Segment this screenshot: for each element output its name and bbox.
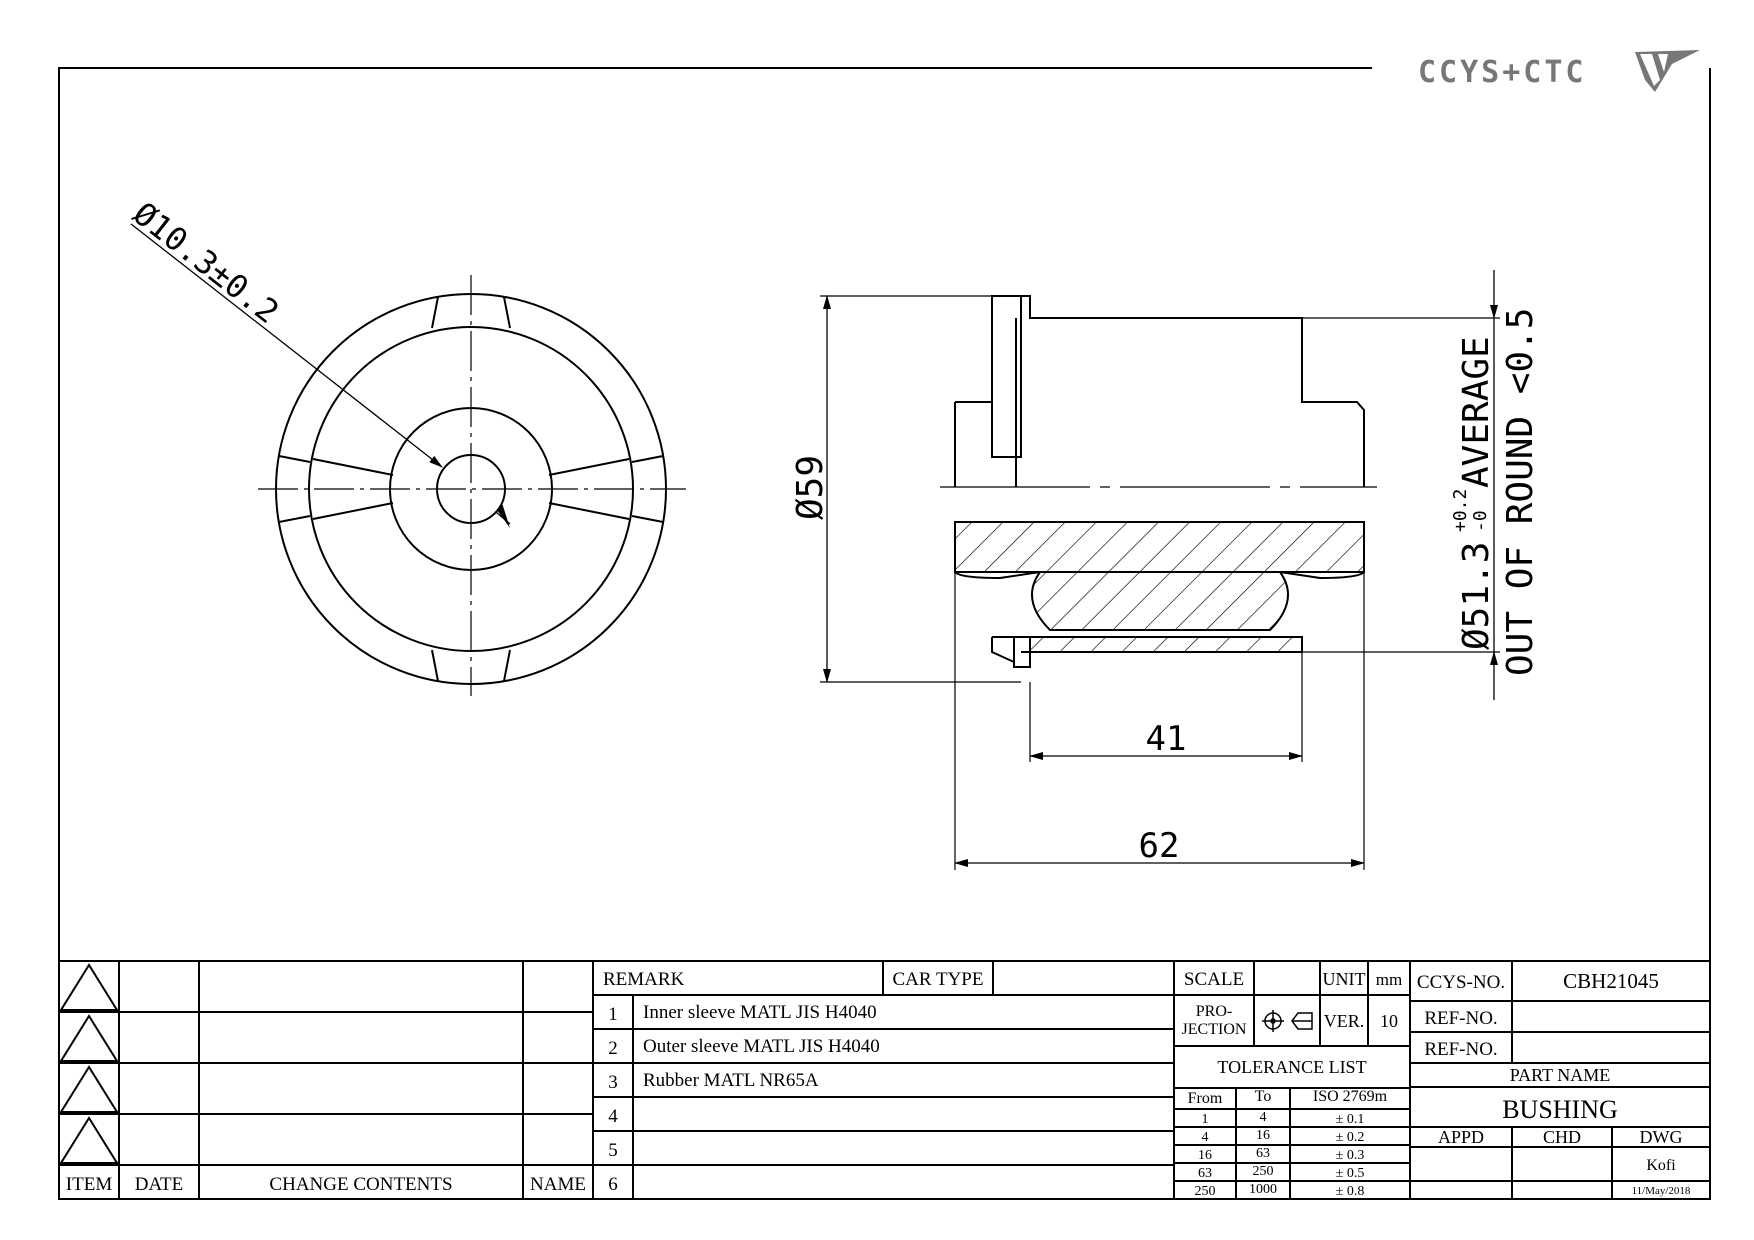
part-name-value: BUSHING	[1502, 1095, 1618, 1124]
projection-label: PRO-	[1196, 1003, 1232, 1020]
ref-no-label: REF-NO.	[1424, 1008, 1497, 1029]
sheet-border	[58, 67, 1711, 1200]
front-view	[130, 223, 686, 696]
rubber-section	[1031, 571, 1289, 631]
tol-header-to: To	[1255, 1088, 1272, 1105]
outer-sleeve-outer-circle	[275, 293, 667, 685]
title-block-frame	[59, 960, 1710, 1199]
inner-sleeve-lip	[991, 636, 1015, 663]
revision-triangle	[59, 1014, 119, 1062]
rev-header-item: ITEM	[66, 1174, 113, 1195]
tol-value: ± 0.1	[1336, 1112, 1365, 1127]
scale-label: SCALE	[1184, 969, 1244, 990]
company-logo: CCYS+CTC	[1418, 50, 1700, 92]
appd-label: APPD	[1438, 1127, 1484, 1147]
tol-to: 63	[1256, 1146, 1270, 1161]
tol-from: 63	[1198, 1166, 1212, 1181]
tol-to: 4	[1260, 1110, 1267, 1125]
outer-profile-top	[1021, 295, 1365, 487]
tol-from: 16	[1198, 1148, 1212, 1163]
chd-label: CHD	[1543, 1127, 1581, 1147]
bore-leader	[130, 223, 443, 468]
remark-no: 2	[608, 1038, 618, 1059]
rubber-spokes	[312, 458, 630, 520]
dim-41-label: 41	[1146, 719, 1187, 759]
remark-no: 3	[608, 1072, 618, 1093]
unit-label: UNIT	[1323, 969, 1366, 989]
projection-label: JECTION	[1182, 1021, 1247, 1038]
window-segments	[278, 296, 664, 682]
bore-dim-label: Ø10.3±0.2	[126, 194, 286, 331]
inner-sleeve-flange-bottom	[1013, 636, 1031, 668]
revision-triangle	[59, 1065, 119, 1113]
dwg-label: DWG	[1640, 1127, 1683, 1147]
tol-header-from: From	[1188, 1090, 1223, 1107]
extension-lines	[820, 295, 1500, 870]
tol-from: 250	[1195, 1184, 1216, 1199]
dwg-value: Kofi	[1646, 1157, 1676, 1174]
tol-value: ± 0.3	[1336, 1148, 1365, 1163]
revision-triangles	[59, 963, 119, 1164]
ver-label: VER.	[1324, 1011, 1365, 1031]
ref-no-label: REF-NO.	[1424, 1039, 1497, 1060]
ver-value: 10	[1380, 1011, 1398, 1031]
remark-no: 5	[608, 1140, 618, 1161]
tol-header-iso: ISO 2769m	[1313, 1088, 1388, 1105]
remark-text: Rubber MATL NR65A	[643, 1070, 819, 1091]
car-type-label: CAR TYPE	[893, 969, 984, 990]
side-view	[820, 270, 1500, 870]
ccys-logo-mark	[1635, 50, 1700, 92]
tol-value: ± 0.2	[1336, 1130, 1365, 1145]
unit-value: mm	[1376, 970, 1402, 989]
remark-no: 6	[608, 1174, 618, 1195]
svg-text:Ø51.3: Ø51.3	[1456, 542, 1497, 650]
tol-value: ± 0.5	[1336, 1166, 1365, 1181]
ccys-no-value: CBH21045	[1563, 969, 1659, 993]
tol-from: 4	[1202, 1130, 1209, 1145]
inner-sleeve-section	[1029, 636, 1303, 653]
tol-to: 250	[1253, 1164, 1274, 1179]
outer-sleeve-inner-circle	[308, 326, 634, 652]
rev-header-name: NAME	[530, 1174, 586, 1195]
part-name-label: PART NAME	[1510, 1065, 1610, 1085]
remark-no: 1	[608, 1004, 618, 1025]
remark-label: REMARK	[603, 969, 685, 990]
out-of-round-label: OUT OF ROUND <0.5	[1500, 308, 1541, 676]
dim-62-label: 62	[1139, 826, 1180, 866]
tolerance-title: TOLERANCE LIST	[1217, 1057, 1366, 1077]
tol-to: 1000	[1249, 1182, 1277, 1197]
outer-sleeve-section	[954, 521, 1365, 573]
rev-header-date: DATE	[135, 1174, 184, 1195]
logo-text: CCYS+CTC	[1418, 55, 1587, 90]
outer-sleeve-top	[954, 401, 992, 487]
revision-triangle	[59, 1116, 119, 1164]
ccys-no-label: CCYS-NO.	[1417, 972, 1505, 993]
dim-dia51-label: Ø51.3 +0.2 -0 AVERAGE	[1450, 336, 1497, 650]
remark-text: Outer sleeve MATL JIS H4040	[643, 1036, 880, 1057]
tol-from: 1	[1202, 1112, 1209, 1127]
svg-text:AVERAGE: AVERAGE	[1456, 336, 1497, 488]
tol-to: 16	[1256, 1128, 1270, 1143]
svg-text:-0: -0	[1470, 510, 1491, 532]
remark-no: 4	[608, 1106, 618, 1127]
revision-triangle	[59, 963, 119, 1011]
dim-dia59-label: Ø59	[790, 455, 831, 520]
rev-header-change: CHANGE CONTENTS	[269, 1174, 452, 1195]
svg-text:+0.2: +0.2	[1450, 489, 1471, 532]
projection-symbol-icon	[1262, 1010, 1313, 1032]
inner-sleeve-outer-circle	[389, 407, 553, 571]
tol-value: ± 0.8	[1336, 1184, 1365, 1199]
drawing-date: 11/May/2018	[1632, 1185, 1691, 1197]
bore-circle	[436, 454, 506, 524]
remark-text: Inner sleeve MATL JIS H4040	[643, 1002, 877, 1023]
